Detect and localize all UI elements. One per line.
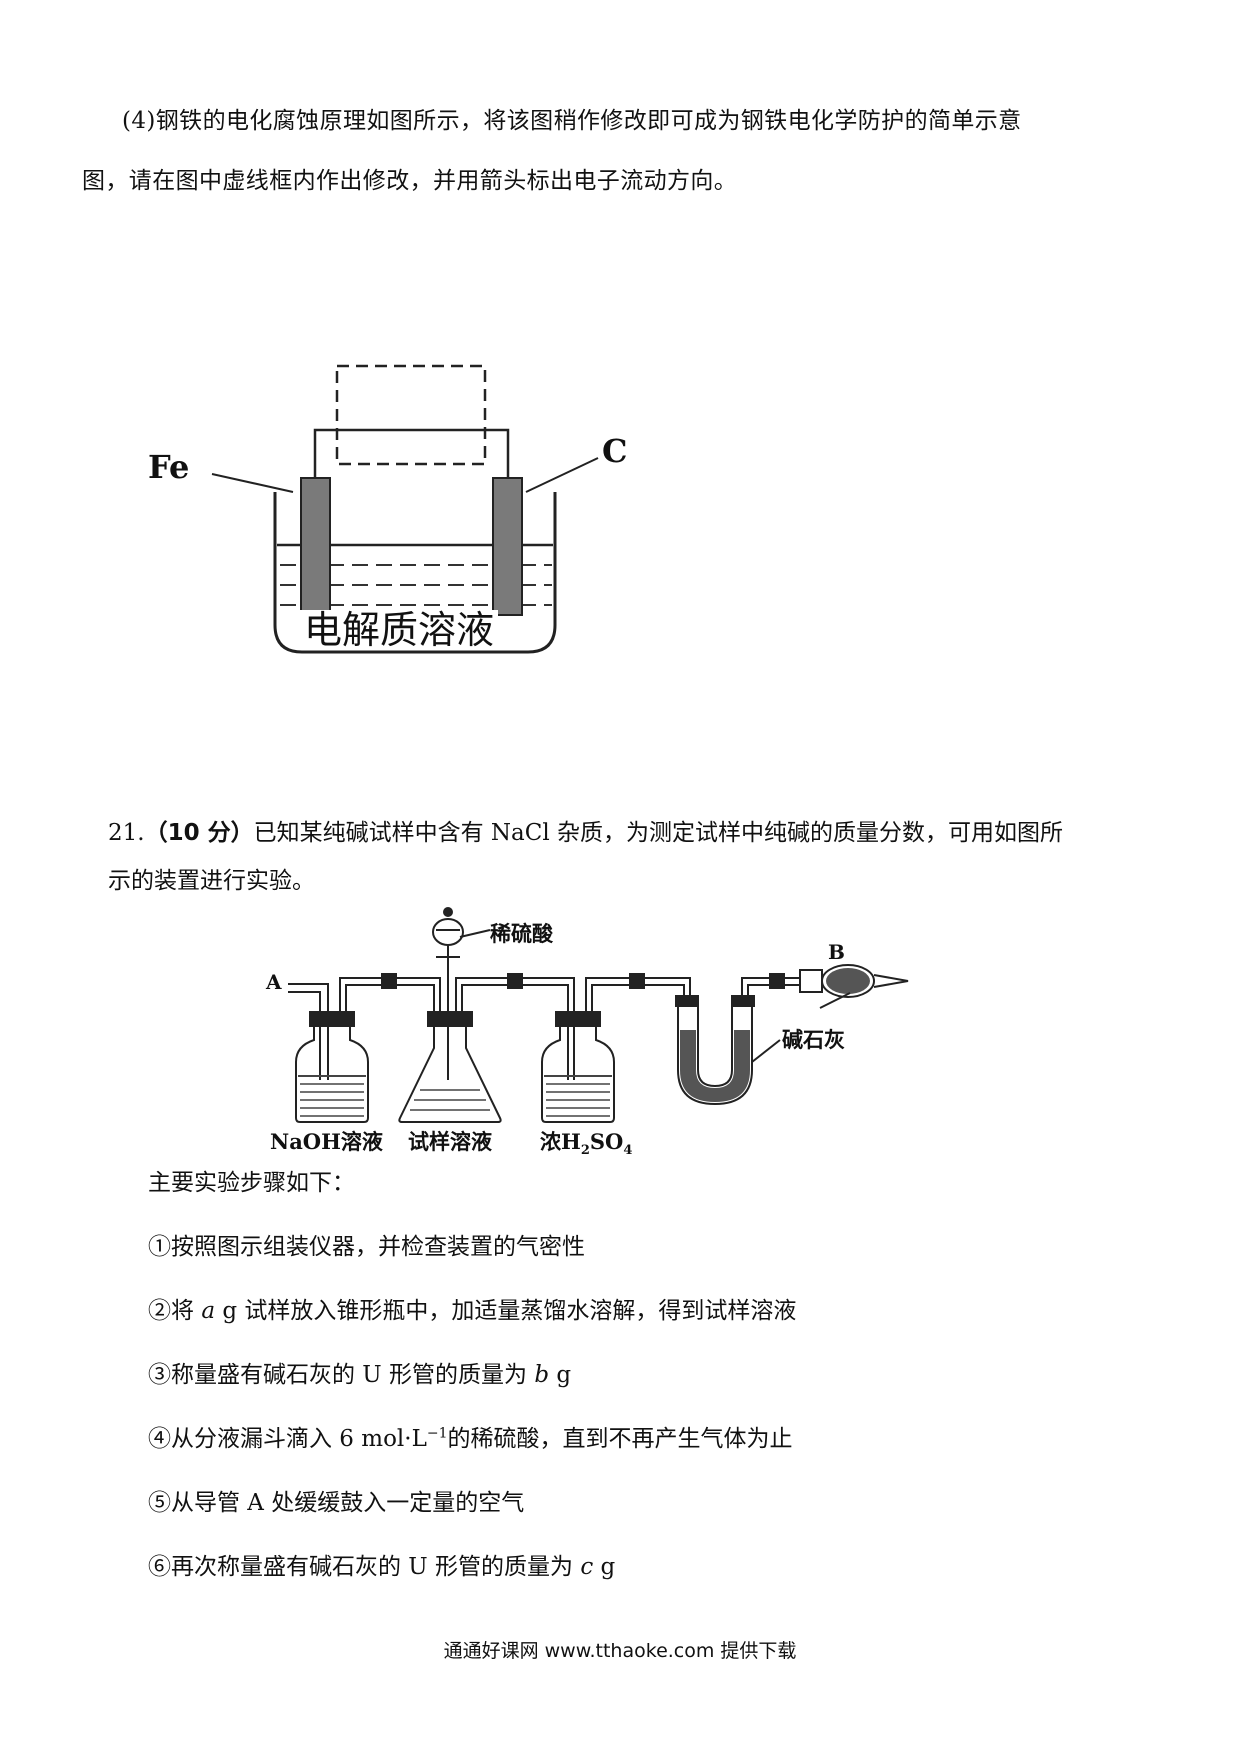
separatory-funnel (432, 918, 464, 946)
fe-electrode (300, 477, 331, 616)
drying-tube-b (821, 964, 875, 998)
q20-part4-line2: 图，请在图中虚线框内作出修改，并用箭头标出电子流动方向。 (82, 168, 738, 194)
label-conc-h2so4: 浓H2SO4 (540, 1129, 633, 1159)
q21-score: （10 分） (144, 820, 254, 846)
u-tube-stopper-left (675, 995, 699, 1007)
step-2: ②将 a g 试样放入锥形瓶中，加适量蒸馏水溶解，得到试样溶液 (148, 1298, 797, 1324)
q21-number: 21. (108, 820, 145, 846)
c-leader-line (525, 457, 599, 493)
q21-line1: 21.（10 分）已知某纯碱试样中含有 NaCl 杂质，为测定试样中纯碱的质量分… (108, 818, 1063, 848)
connector-4 (769, 973, 785, 989)
label-electrolyte: 电解质溶液 (300, 610, 499, 650)
step-6: ⑥再次称量盛有碱石灰的 U 形管的质量为 c g (148, 1554, 616, 1580)
u-tube (677, 1006, 753, 1106)
label-soda-lime: 碱石灰 (782, 1027, 845, 1052)
label-fe: Fe (148, 448, 190, 486)
fe-leader-line (211, 473, 294, 493)
connector-1 (381, 973, 397, 989)
c-electrode (492, 477, 523, 616)
beaker (273, 492, 557, 654)
step-5: ⑤从导管 A 处缓缓鼓入一定量的空气 (148, 1490, 525, 1516)
soda-lime-fill (680, 1030, 750, 1102)
label-a: A (266, 970, 282, 994)
connecting-wire (313, 428, 510, 478)
naoh-bottle (295, 1026, 369, 1123)
u-tube-stopper-right (731, 995, 755, 1007)
conical-flask (398, 1026, 502, 1123)
q20-part4-line1: (4)钢铁的电化腐蚀原理如图所示，将该图稍作修改即可成为钢铁电化学防护的简单示意 (122, 108, 1022, 134)
label-c: C (602, 432, 628, 470)
dashed-modification-box (335, 364, 487, 466)
q21-line2: 示的装置进行实验。 (108, 868, 315, 894)
naoh-bottle-stopper (309, 1011, 355, 1027)
flask-stopper (427, 1011, 473, 1027)
h2so4-bottle-stopper (555, 1011, 601, 1027)
inlet-tube-a (288, 983, 329, 1080)
steps-title: 主要实验步骤如下： (148, 1170, 355, 1196)
label-b: B (828, 940, 845, 964)
label-dilute-acid: 稀硫酸 (490, 921, 553, 946)
connector-3 (629, 973, 645, 989)
page-footer: 通通好课网 www.tthaoke.com 提供下载 (443, 1640, 797, 1662)
label-naoh-solution: NaOH溶液 (270, 1129, 383, 1154)
q21-text-a: 已知某纯碱试样中含有 NaCl 杂质，为测定试样中纯碱的质量分数，可用如图所 (253, 820, 1064, 846)
label-sample-solution: 试样溶液 (408, 1129, 492, 1154)
connector-2 (507, 973, 523, 989)
h2so4-bottle (541, 1026, 615, 1123)
apparatus-diagram (288, 907, 909, 1123)
step-3: ③称量盛有碱石灰的 U 形管的质量为 b g (148, 1362, 572, 1388)
step-4: ④从分液漏斗滴入 6 mol·L−1的稀硫酸，直到不再产生气体为止 (148, 1425, 793, 1452)
step-1: ①按照图示组装仪器，并检查装置的气密性 (148, 1234, 585, 1260)
